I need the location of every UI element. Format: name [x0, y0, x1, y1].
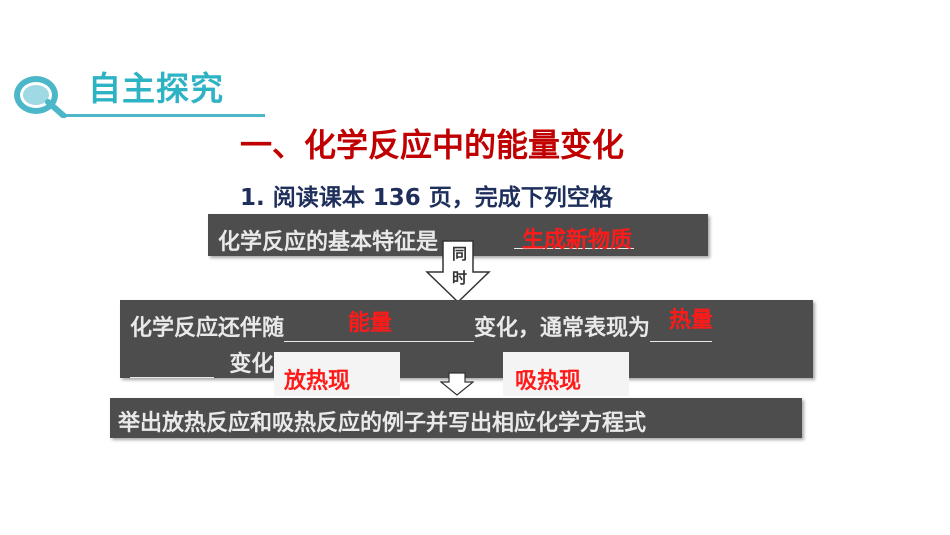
- energy-line1-middle: 变化，通常表现为: [474, 316, 651, 341]
- arrow-label-simultaneously: 同时: [452, 245, 468, 287]
- endothermic-tab: [503, 352, 629, 396]
- magnifier-icon: [14, 76, 66, 118]
- examples-box: [110, 398, 802, 438]
- answer-heat: 热量: [669, 308, 714, 333]
- feature-box-text: 化学反应的基本特征是: [218, 230, 439, 255]
- header-title: 自主探究: [88, 69, 224, 108]
- energy-line1-prefix: 化学反应还伴随: [130, 316, 285, 341]
- energy-change-line2: 变化: [130, 346, 273, 378]
- exothermic-tab: [274, 352, 400, 396]
- exothermic-label: 放热现: [284, 369, 351, 394]
- energy-line2-text: 变化: [229, 352, 274, 377]
- down-arrow-small-icon: [440, 372, 474, 396]
- answer-new-substance: 生成新物质: [522, 228, 633, 253]
- examples-box-text: 举出放热反应和吸热反应的例子并写出相应化学方程式: [118, 411, 647, 436]
- down-arrow-icon: [425, 240, 491, 304]
- answer-energy: 能量: [348, 311, 393, 336]
- feature-blank: [514, 226, 634, 249]
- section-heading: 一、化学反应中的能量变化: [240, 126, 625, 164]
- energy-change-line1: 化学反应还伴随 变化，通常表现为: [130, 310, 713, 342]
- step-instruction: 1. 阅读课本 136 页，完成下列空格: [240, 185, 613, 211]
- endothermic-label: 吸热现: [515, 369, 582, 394]
- energy-change-box: [120, 300, 813, 378]
- energy-blank: [284, 319, 475, 342]
- heat-blank: [650, 319, 713, 342]
- heat-blank-continued: [130, 355, 214, 378]
- header-underline: [60, 114, 265, 117]
